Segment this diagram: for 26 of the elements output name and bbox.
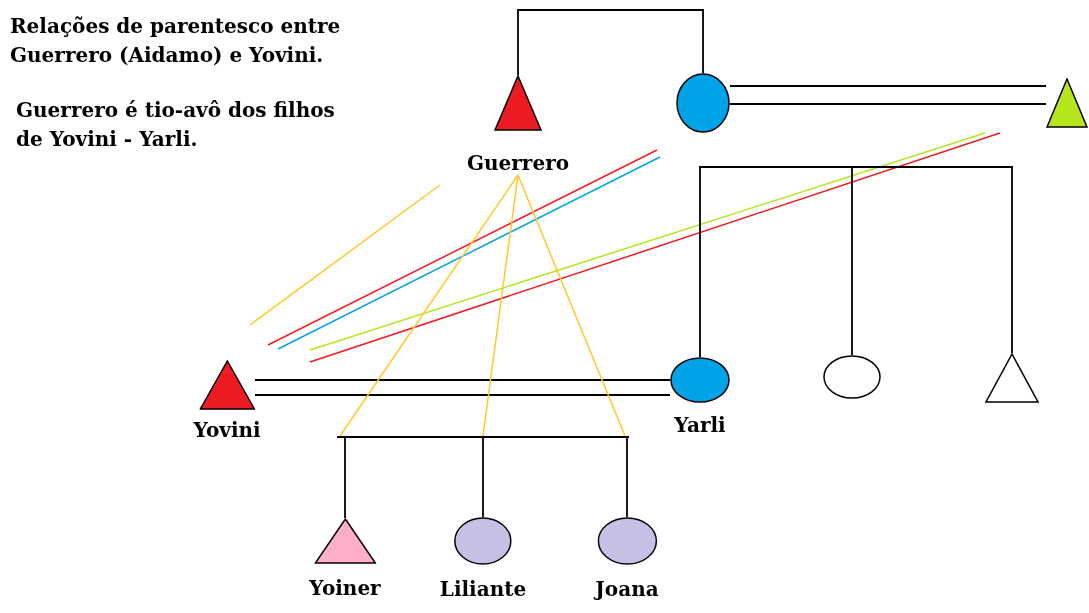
kinship-line — [699, 167, 701, 358]
female-circle-symbol — [823, 355, 881, 399]
sibship-line — [699, 166, 1013, 168]
person-name: Yarli — [674, 413, 726, 437]
male-triangle-symbol — [1046, 78, 1088, 128]
kinship-line — [482, 437, 484, 518]
person-name: Liliante — [439, 577, 527, 601]
person-name: Yoiner — [309, 576, 381, 600]
sibship-line — [337, 436, 629, 438]
kinship-line — [729, 85, 1047, 87]
relation-line — [482, 174, 519, 437]
kinship-line — [344, 437, 346, 519]
person-name: Joana — [595, 577, 659, 601]
kinship-line — [254, 379, 671, 381]
relation-line — [517, 174, 626, 437]
relation-line — [339, 174, 519, 437]
kinship-line — [1011, 167, 1013, 354]
person-name: Guerrero — [467, 151, 569, 175]
person-name: Yovini — [193, 418, 261, 442]
kinship-line — [626, 437, 628, 518]
kinship-line — [517, 9, 704, 76]
kinship-line — [851, 167, 853, 356]
female-circle-symbol — [676, 73, 730, 133]
note-text: Guerrero é tio-avô dos filhos de Yovini - Yarli. — [16, 97, 336, 153]
male-triangle-symbol — [985, 353, 1039, 403]
diagram-title: Relações de parentesco entre Guerrero (Aidamo) e Yovini. — [10, 13, 342, 69]
